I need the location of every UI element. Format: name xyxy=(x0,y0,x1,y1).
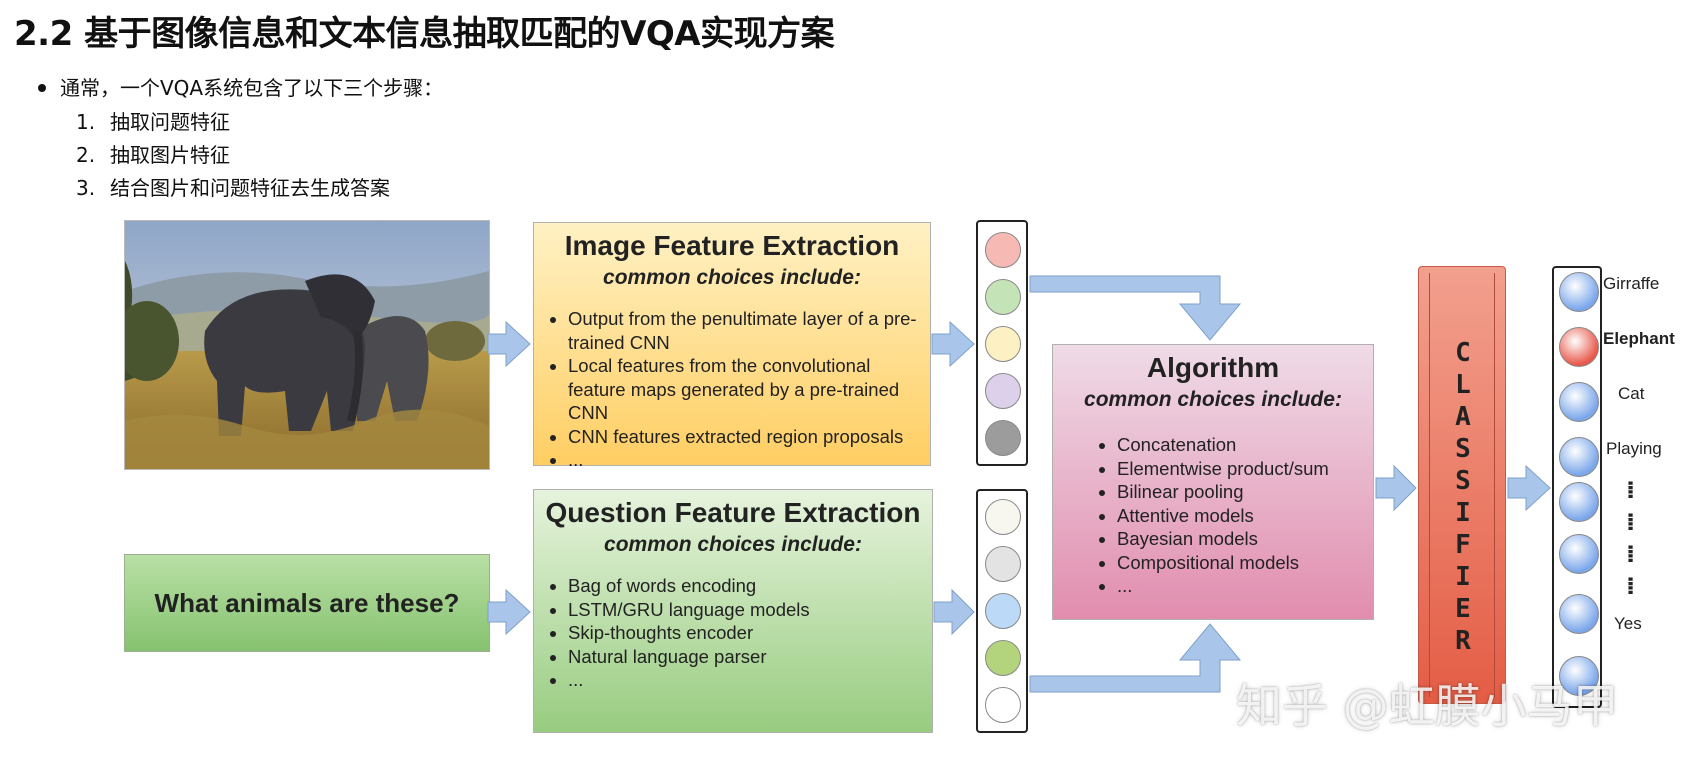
list-item: Local features from the convolutional fe… xyxy=(568,354,930,425)
output-node xyxy=(1559,534,1599,574)
vertical-dots-icon: ⁞ xyxy=(1626,508,1636,536)
vector-node xyxy=(985,499,1021,535)
vertical-dots-icon: ⁞ xyxy=(1626,572,1636,600)
list-item: Natural language parser xyxy=(568,645,932,669)
arrow-right-icon xyxy=(487,588,531,636)
question-panel-subtitle: common choices include: xyxy=(604,533,862,556)
algorithm-panel-title: Algorithm xyxy=(1146,352,1280,383)
output-label: Playing xyxy=(1606,439,1662,458)
question-feature-panel: Question Feature Extraction common choic… xyxy=(533,489,933,733)
arrow-elbow-up-icon xyxy=(1029,623,1242,693)
list-item: LSTM/GRU language models xyxy=(568,598,932,622)
question-panel-list: Bag of words encoding LSTM/GRU language … xyxy=(534,574,932,692)
output-node xyxy=(1559,437,1599,477)
watermark: 知乎 @虹膜小马甲 xyxy=(1236,679,1619,733)
question-panel-title: Question Feature Extraction xyxy=(545,497,921,528)
list-item: Bag of words encoding xyxy=(568,574,932,598)
vertical-dots-icon: ⁞ xyxy=(1626,476,1636,504)
output-node xyxy=(1559,594,1599,634)
vertical-dots-icon: ⁞ xyxy=(1626,540,1636,568)
vector-node xyxy=(985,593,1021,629)
image-feature-panel: Image Feature Extraction common choices … xyxy=(533,222,931,470)
image-feature-vector xyxy=(976,220,1028,466)
question-box: What animals are these? xyxy=(124,554,490,652)
list-item: CNN features extracted region proposals xyxy=(568,425,930,449)
output-vector xyxy=(1552,266,1602,708)
algorithm-panel-subtitle: common choices include: xyxy=(1084,388,1342,411)
output-node xyxy=(1559,482,1599,522)
list-item: ... xyxy=(1117,574,1373,598)
list-item: Attentive models xyxy=(1117,504,1373,528)
arrow-right-icon xyxy=(487,320,531,368)
output-label-selected: Elephant xyxy=(1603,329,1675,348)
arrow-right-icon xyxy=(933,588,975,636)
output-node-selected xyxy=(1559,327,1599,367)
output-label: Cat xyxy=(1618,384,1645,403)
list-item: ... xyxy=(568,448,930,472)
image-panel-title: Image Feature Extraction xyxy=(564,230,900,261)
vector-node xyxy=(985,640,1021,676)
list-item: Bilinear pooling xyxy=(1117,480,1373,504)
image-panel-subtitle: common choices include: xyxy=(603,266,861,289)
page-title: 2.2 基于图像信息和文本信息抽取匹配的VQA实现方案 xyxy=(14,14,835,54)
step-item: 1.抽取问题特征 xyxy=(76,110,230,134)
output-label: Girraffe xyxy=(1603,274,1660,293)
step-item: 2.抽取图片特征 xyxy=(76,143,230,167)
list-item: Compositional models xyxy=(1117,551,1373,575)
list-item: Elementwise product/sum xyxy=(1117,457,1373,481)
bullet-dot-icon xyxy=(38,83,46,92)
list-item: Skip-thoughts encoder xyxy=(568,621,932,645)
algorithm-panel: Algorithm common choices include: Concat… xyxy=(1052,344,1374,620)
intro-text: 通常，一个VQA系统包含了以下三个步骤： xyxy=(60,76,444,100)
arrow-right-icon xyxy=(1375,464,1417,512)
output-label: Yes xyxy=(1614,614,1642,633)
vector-node xyxy=(985,279,1021,315)
list-item: Concatenation xyxy=(1117,433,1373,457)
list-item: Bayesian models xyxy=(1117,527,1373,551)
arrow-right-icon xyxy=(1507,464,1551,512)
output-node xyxy=(1559,272,1599,312)
vector-node xyxy=(985,232,1021,268)
vector-node xyxy=(985,373,1021,409)
arrow-elbow-down-icon xyxy=(1029,275,1242,341)
vector-node xyxy=(985,420,1021,456)
arrow-right-icon xyxy=(931,320,975,368)
list-item: ... xyxy=(568,668,932,692)
algorithm-panel-list: Concatenation Elementwise product/sum Bi… xyxy=(1053,433,1373,598)
question-feature-vector xyxy=(976,489,1028,733)
step-item: 3.结合图片和问题特征去生成答案 xyxy=(76,176,390,200)
vector-node xyxy=(985,326,1021,362)
output-node xyxy=(1559,656,1599,696)
list-item: Output from the penultimate layer of a p… xyxy=(568,307,930,354)
steps-list: 1.抽取问题特征 2.抽取图片特征 3.结合图片和问题特征去生成答案 xyxy=(76,106,390,205)
elephant-photo xyxy=(124,220,490,470)
vector-node xyxy=(985,687,1021,723)
intro-bullet: 通常，一个VQA系统包含了以下三个步骤： xyxy=(38,72,443,101)
output-node xyxy=(1559,382,1599,422)
image-panel-list: Output from the penultimate layer of a p… xyxy=(534,307,930,472)
elephant-illustration xyxy=(125,221,489,469)
vector-node xyxy=(985,546,1021,582)
